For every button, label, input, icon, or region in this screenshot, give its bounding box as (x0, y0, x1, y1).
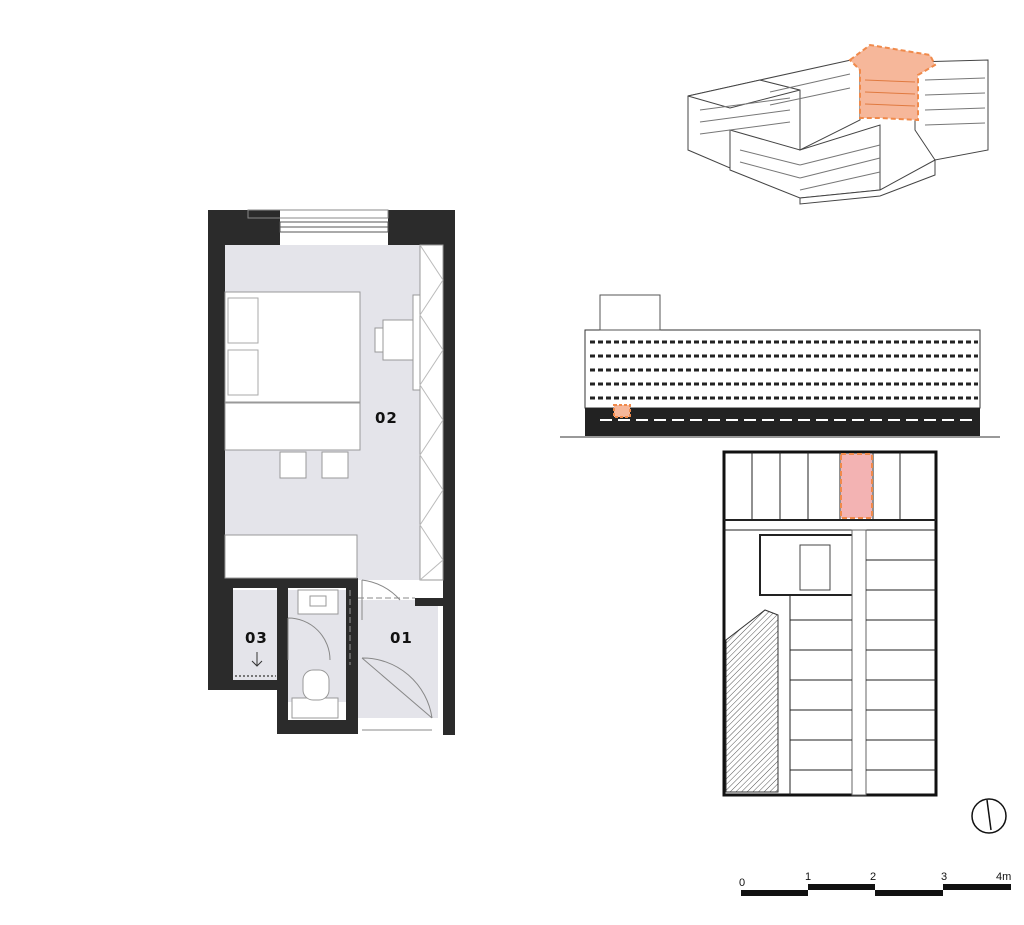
plan-highlight-unit (840, 453, 873, 519)
elevation-ground-floor (585, 408, 980, 436)
elevation-penthouse (599, 294, 661, 331)
scale-seg-4 (943, 884, 1011, 890)
scale-tick-3: 3 (941, 871, 947, 883)
closet-strip (419, 244, 444, 581)
wall-right (443, 210, 455, 735)
wall-left (208, 210, 225, 690)
building-axonometric (687, 43, 989, 205)
desk (382, 319, 414, 361)
scale-seg-3 (875, 890, 943, 896)
scale-seg-2 (808, 884, 875, 890)
entry-door-swing (361, 657, 433, 719)
room-label-03: 03 (245, 629, 268, 647)
wall-01-top (415, 598, 443, 606)
pillow-bottom (227, 349, 259, 396)
wall-03-bottom (208, 680, 288, 690)
plan-corridor (851, 529, 867, 796)
room-label-01: 01 (390, 629, 413, 647)
wall-bath-right (346, 578, 358, 734)
scale-tick-1: 1 (805, 871, 811, 883)
wall-bath-bottom (277, 720, 357, 734)
axo-window-grid (699, 73, 986, 191)
scale-tick-4: 4m (996, 871, 1011, 883)
toilet-tank (291, 697, 339, 719)
scale-tick-2: 2 (870, 871, 876, 883)
axo-highlight-windows (864, 79, 916, 107)
closet-doors (419, 244, 444, 581)
pillow-top (227, 297, 259, 344)
wall-bath-leftside (277, 588, 288, 733)
wall-top-right (388, 210, 455, 245)
building-floor-plan (722, 450, 938, 797)
scale-bar: 0 1 2 3 4m (739, 871, 1011, 896)
axo-block-front-right (799, 159, 936, 205)
arrow-down-icon (251, 652, 263, 667)
axo-highlight-tower (848, 43, 937, 122)
chair-1 (279, 451, 307, 479)
chair-2 (321, 451, 349, 479)
bath-door-swing (287, 617, 331, 661)
north-arrow-icon (971, 798, 1007, 834)
plan-side-units (789, 559, 936, 795)
axo-block-middle (759, 57, 861, 151)
plan-stairs (799, 544, 831, 591)
scale-seg-1 (741, 890, 808, 896)
desk-chair (374, 327, 384, 353)
wall-bath-left-stub (225, 578, 233, 688)
floor-area-room-01 (358, 600, 438, 718)
toilet-bowl (302, 669, 330, 701)
window-frame (247, 209, 389, 219)
elevation-window-rows (590, 340, 978, 400)
room-label-02: 02 (375, 409, 398, 427)
building-elevation (560, 294, 1000, 438)
counter (224, 534, 358, 579)
sink-basin (309, 595, 327, 607)
wall-top-left (208, 210, 280, 245)
scale-tick-0: 0 (739, 877, 745, 889)
table (224, 402, 361, 451)
plan-hatched-courtyard (725, 609, 779, 793)
wall-bath-top (225, 578, 358, 588)
unit-floor-plan: 02 01 03 (208, 209, 455, 735)
elevation-highlight (613, 404, 631, 418)
